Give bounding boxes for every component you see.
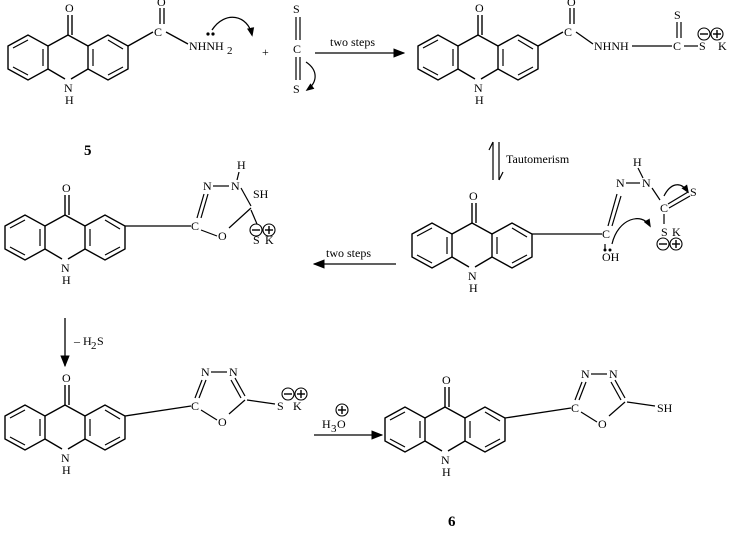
svg-text:C: C [602,227,610,241]
svg-text:N: N [609,367,618,381]
svg-text:H: H [322,417,331,431]
svg-text:S: S [293,2,300,16]
two-steps-label-top: two steps [330,35,375,49]
svg-text:2: 2 [227,45,233,57]
carbon-disulfide: S C S [293,2,301,96]
svg-text:C: C [564,25,572,39]
svg-text:O: O [567,0,576,9]
svg-text:S: S [97,334,104,348]
tautomerism-label: Tautomerism [506,152,570,166]
svg-text:N: N [201,365,210,379]
svg-text:C: C [191,219,199,233]
nucleophilic-attack-arrow [211,16,255,37]
svg-text:O: O [218,229,227,243]
compound-6-label: 6 [448,514,456,530]
svg-text:O: O [62,181,71,195]
svg-text:S: S [690,185,697,199]
oh-attack-arrow [611,218,651,245]
svg-text:O: O [442,373,451,387]
svg-text:S: S [661,225,668,239]
svg-text:N: N [642,176,651,190]
svg-text:N: N [468,269,477,283]
svg-text:O: O [475,1,484,15]
svg-text:H: H [237,158,246,172]
svg-text:H: H [469,281,478,295]
svg-text:S: S [674,8,681,22]
oxadiazole-thiolate-salt-structure: O N H C N N O S K [4,365,308,477]
svg-text:H: H [65,93,74,107]
svg-text:SH: SH [657,401,673,415]
svg-text:C: C [660,201,668,215]
svg-text:S: S [277,399,284,413]
two-steps-label-middle: two steps [326,246,371,260]
svg-text:N: N [61,261,70,275]
svg-text:C: C [571,401,579,415]
svg-text:O: O [598,417,607,431]
svg-text:O: O [157,0,166,9]
svg-text:S: S [253,233,260,247]
svg-text:C: C [673,39,681,53]
svg-text:H: H [62,463,71,477]
svg-text:H: H [633,155,642,169]
svg-text:3: 3 [331,423,337,435]
svg-text:N: N [229,365,238,379]
svg-text:O: O [218,415,227,429]
svg-text:H: H [475,93,484,107]
compound-6-structure: O N H C N N O SH [384,367,673,479]
svg-text:S: S [699,39,706,53]
tautomerism-arrows [488,141,504,181]
svg-text:+: + [262,45,269,59]
svg-text:N: N [474,81,483,95]
svg-text:O: O [62,371,71,385]
oxadiazoline-intermediate-structure: O N H C N N H SH O S K [4,158,276,287]
svg-text:NHNH: NHNH [189,39,224,53]
svg-text:H: H [442,465,451,479]
hydronium-label: H 3 O [322,403,349,435]
svg-text:O: O [65,1,74,15]
svg-text:N: N [203,179,212,193]
cs-pi-arrow [663,184,689,197]
svg-text:NHNH: NHNH [594,39,629,53]
compound-5-structure: O N H C O NHNH 2 [7,0,233,107]
svg-text:K: K [293,399,302,413]
svg-text:N: N [64,81,73,95]
h2s-elimination-label: – H 2 S [73,334,104,352]
svg-text:C: C [293,42,301,56]
dithiocarbazate-salt-structure: O N H C O NHNH C S S K [417,0,727,107]
svg-text:K: K [672,225,681,239]
svg-text:– H: – H [73,334,92,348]
compound-5-label: 5 [84,143,92,159]
svg-text:N: N [231,179,240,193]
svg-text:O: O [469,189,478,203]
svg-text:C: C [191,399,199,413]
svg-text:K: K [718,39,727,53]
svg-text:S: S [293,82,300,96]
svg-text:K: K [265,233,274,247]
svg-text:O: O [337,417,346,431]
svg-text:N: N [616,176,625,190]
svg-text:C: C [154,25,162,39]
svg-text:SH: SH [253,187,269,201]
svg-text:2: 2 [91,340,97,352]
iminol-tautomer-structure: O N H C OH N N H C S S K [411,155,697,295]
svg-text:N: N [581,367,590,381]
svg-text:N: N [61,451,70,465]
svg-text:H: H [62,273,71,287]
svg-text:N: N [441,453,450,467]
svg-text:OH: OH [602,250,620,264]
electron-push-arrow [305,61,316,91]
